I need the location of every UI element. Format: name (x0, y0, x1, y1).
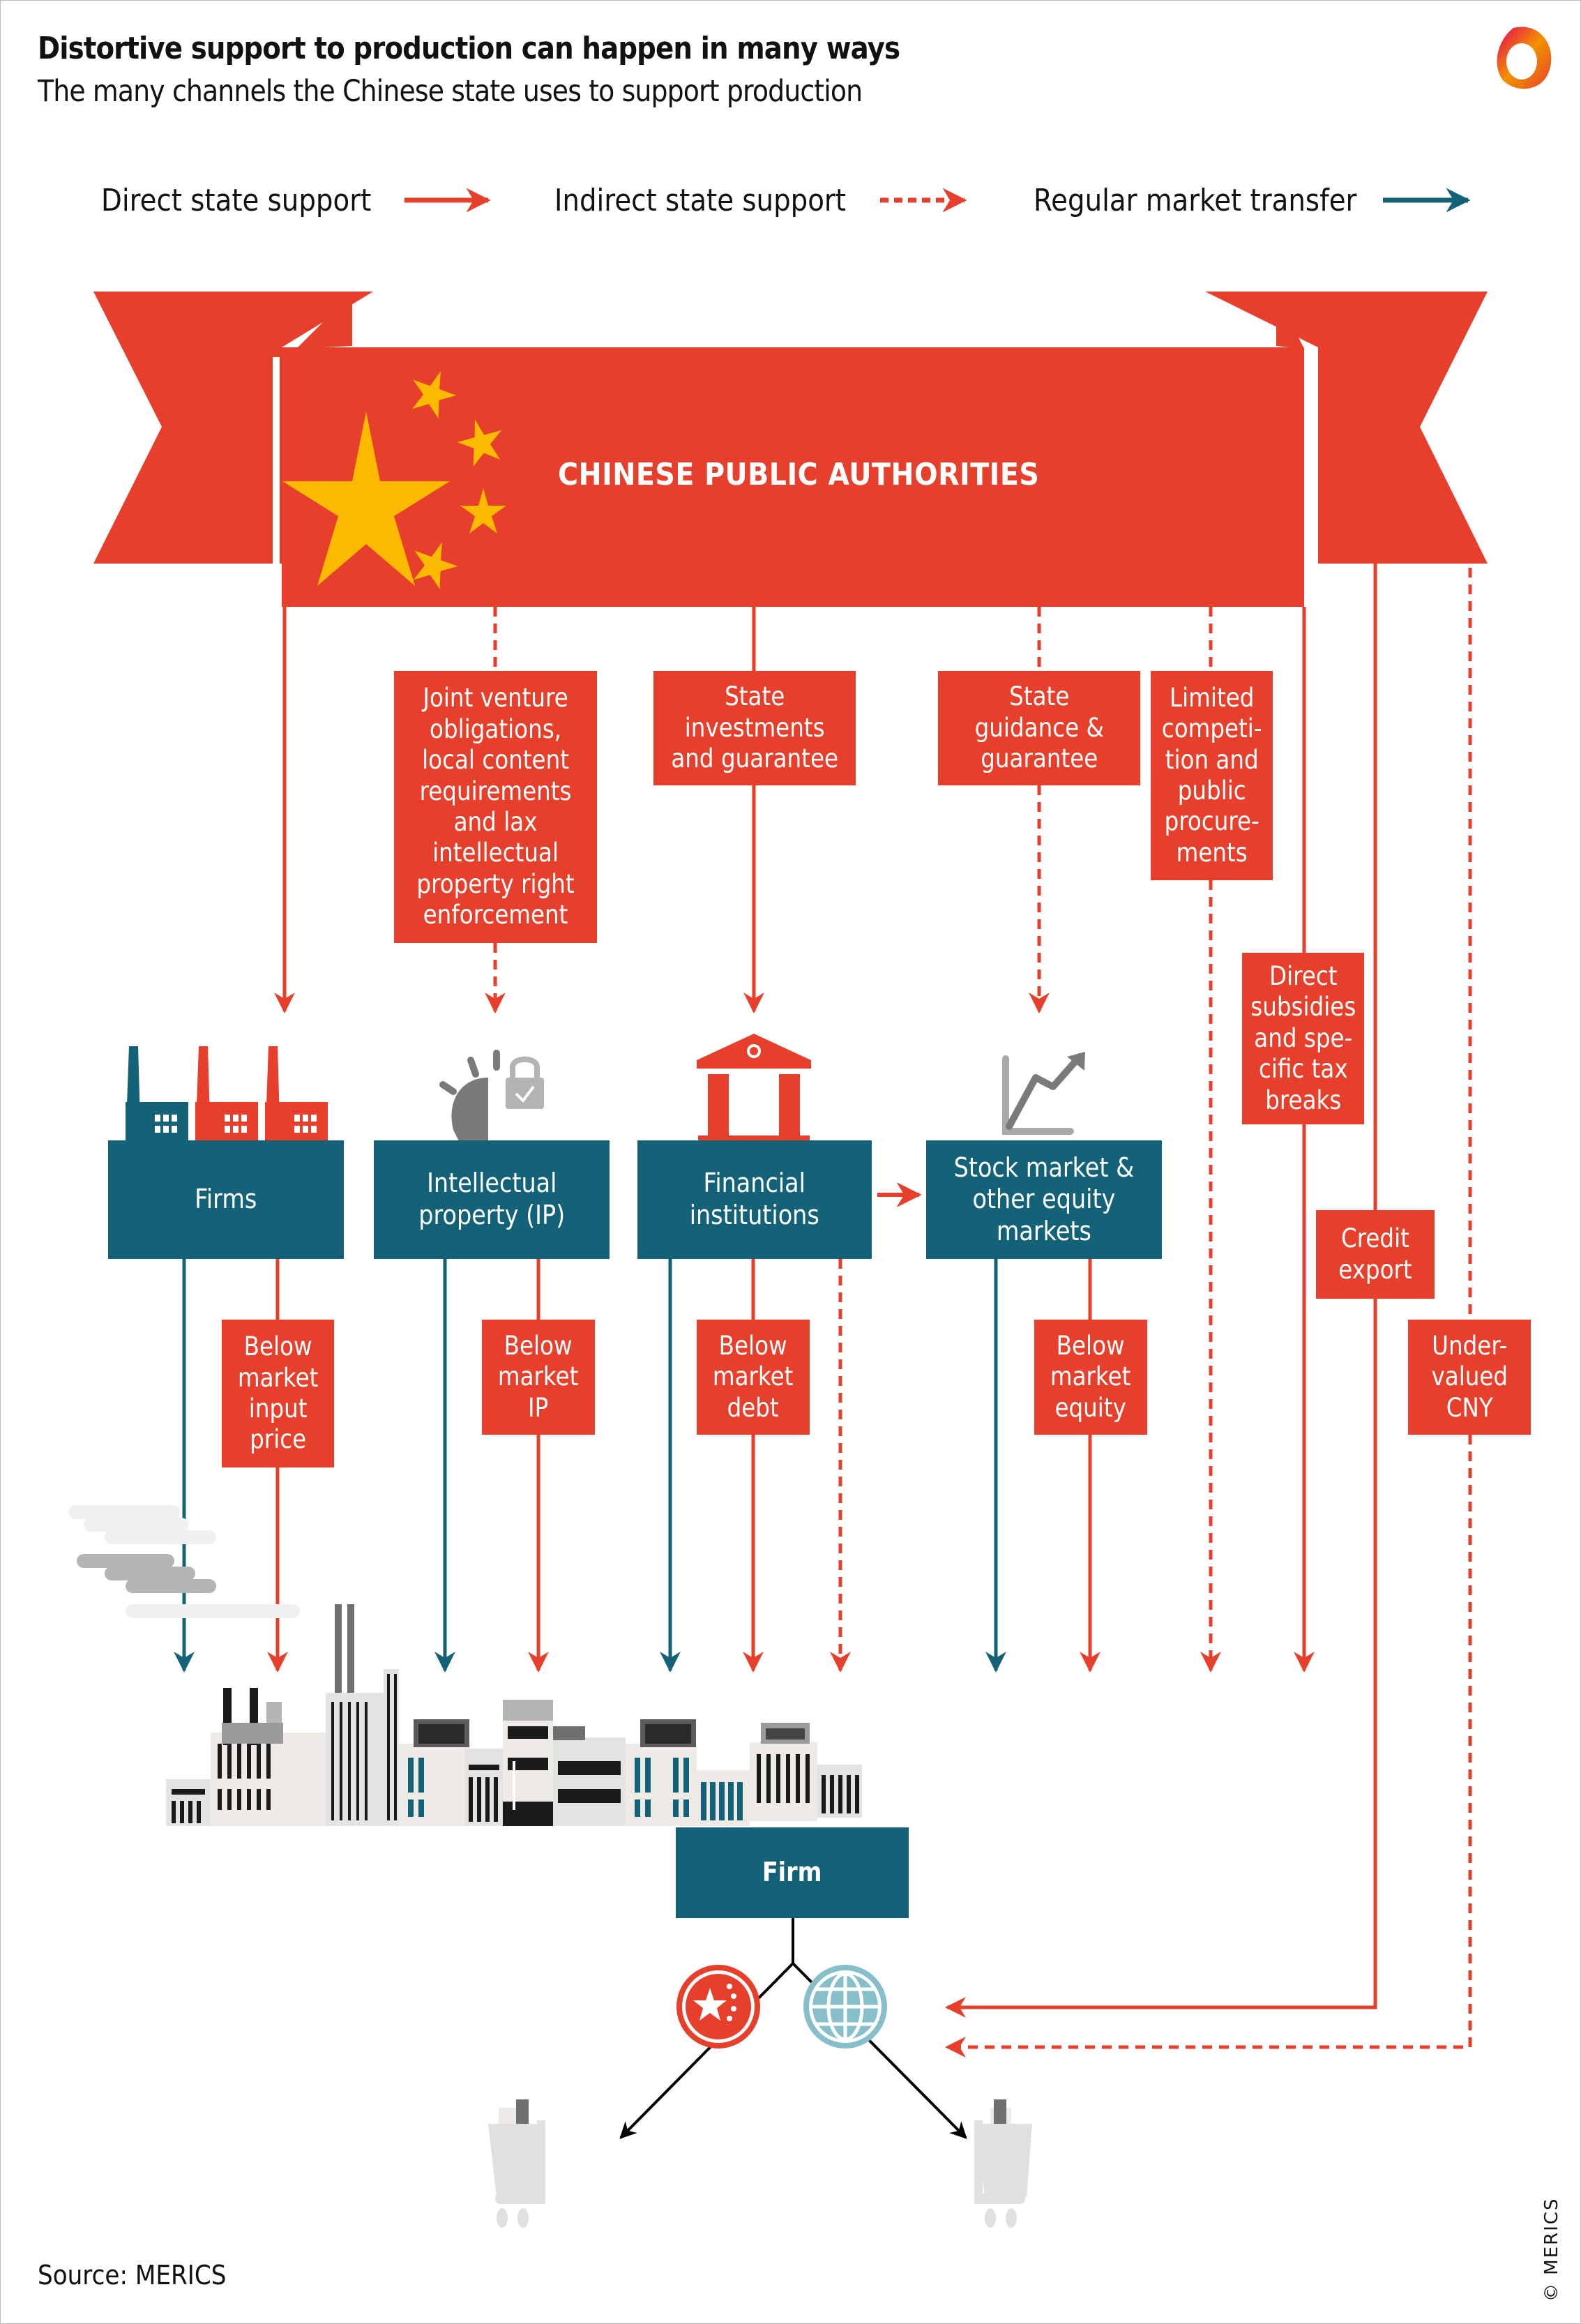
channel-undervalued-cny-box: Under- valued CNY (1408, 1320, 1531, 1435)
legend-indirect-label: Indirect state support (554, 183, 847, 218)
channel-jv-label: Joint venture obligations, local content… (416, 683, 575, 930)
industrial-skyline-icon (166, 1604, 862, 1826)
ribbon-right-fold (1276, 293, 1304, 349)
market-ip-box: Intellectual property (IP) (374, 1140, 610, 1259)
transfer-equity-label: Below market equity (1050, 1330, 1131, 1423)
ribbon-right-tail (1205, 292, 1488, 564)
globe-icon (803, 1965, 887, 2048)
channel-credit-export-label: Credit export (1338, 1223, 1412, 1285)
transfer-input-price-label: Below market input price (237, 1331, 319, 1455)
authorities-ribbon (93, 292, 1488, 607)
world-cart-icon (974, 2099, 1032, 2228)
source-note: Source: MERICS (38, 2260, 227, 2291)
transfer-debt-label: Below market debt (713, 1330, 794, 1423)
market-stock-box: Stock market & other equity markets (926, 1140, 1162, 1259)
market-ip-label: Intellectual property (IP) (418, 1168, 565, 1230)
channel-state-investments-box: State investments and guarantee (653, 671, 856, 785)
ribbon-main-panel (282, 347, 1304, 607)
channel-state-guidance-box: State guidance & guarantee (938, 671, 1140, 785)
bank-icon (697, 1034, 811, 1154)
transfer-debt-box: Below market debt (697, 1320, 810, 1435)
channel-undervalued-cny-label: Under- valued CNY (1431, 1330, 1508, 1423)
market-firms-label: Firms (195, 1184, 257, 1215)
domestic-cart-icon (488, 2099, 545, 2228)
market-stock-label: Stock market & other equity markets (953, 1152, 1135, 1246)
transfer-input-price-box: Below market input price (222, 1320, 334, 1467)
channel-limited-competition-box: Limited competi- tion and public procure… (1151, 671, 1273, 880)
transfer-ip-box: Below market IP (482, 1320, 595, 1435)
transfer-ip-label: Below market IP (498, 1330, 579, 1423)
channel-state-guidance-label: State guidance & guarantee (974, 681, 1104, 774)
ribbon-left-tail (93, 292, 373, 564)
channel-credit-export-box: Credit export (1316, 1210, 1435, 1299)
arrow-firm-to-domestic (619, 1962, 794, 2139)
authorities-label: CHINESE PUBLIC AUTHORITIES (558, 457, 1040, 492)
channel-direct-subsidies-label: Direct subsidies and spe- cific tax brea… (1250, 961, 1356, 1115)
legend-direct-label: Direct state support (101, 183, 372, 218)
firm-label: Firm (762, 1857, 822, 1888)
page-subtitle: The many channels the Chinese state uses… (38, 74, 863, 109)
arrow-credit-export-to-world (945, 1299, 1377, 2018)
market-firms-box: Firms (108, 1140, 344, 1259)
smoke-clouds-icon (68, 1505, 300, 1618)
flag-stars-icon (282, 371, 506, 590)
copyright-note: © MERICS (1541, 2197, 1562, 2302)
stock-chart-icon (1002, 1052, 1085, 1135)
merics-logo-icon (1497, 27, 1552, 89)
market-financial-label: Financial institutions (689, 1168, 820, 1230)
channel-direct-subsidies-box: Direct subsidies and spe- cific tax brea… (1242, 953, 1364, 1124)
factories-icon (126, 1046, 328, 1147)
china-flag-icon (676, 1965, 760, 2048)
channel-jv-box: Joint venture obligations, local content… (394, 671, 597, 943)
market-financial-box: Financial institutions (637, 1140, 872, 1259)
channel-limited-competition-label: Limited competi- tion and public procure… (1161, 682, 1262, 868)
arrow-cny-to-world (945, 1435, 1472, 2058)
legend-market-label: Regular market transfer (1034, 183, 1357, 218)
page-title: Distortive support to production can hap… (38, 31, 900, 66)
transfer-equity-box: Below market equity (1034, 1320, 1147, 1435)
channel-state-investments-label: State investments and guarantee (671, 681, 838, 774)
ribbon-left-fold (296, 293, 352, 349)
firm-box: Firm (676, 1827, 909, 1918)
